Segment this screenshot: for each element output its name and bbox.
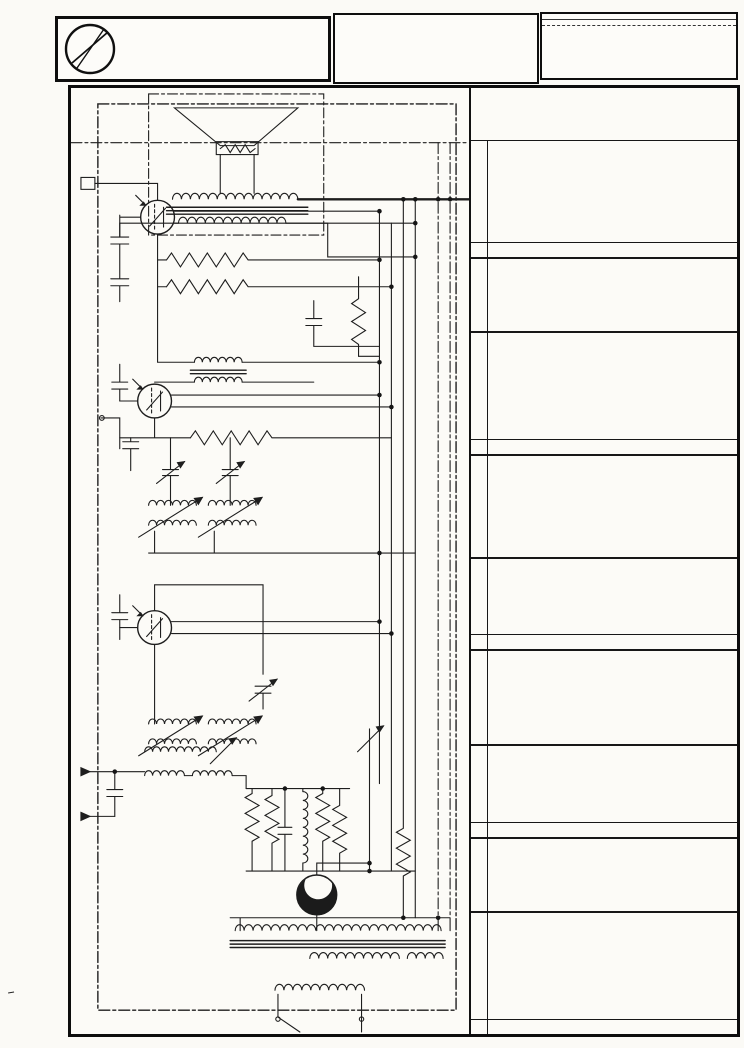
company-logo: [64, 23, 116, 75]
paraaf-signature: [7, 990, 15, 994]
junction-dots: [112, 197, 453, 921]
schema-box: [540, 12, 738, 80]
paraaf-block: [7, 980, 15, 998]
schema-title: [542, 14, 736, 20]
parts-tables-column: [469, 88, 737, 1034]
table-weerstanden: [471, 559, 737, 651]
table-condensatoren-codes: [471, 839, 737, 913]
gewijzigd-note: [12, 148, 30, 358]
table-spoelen: [471, 333, 737, 456]
circuit-schematic: [71, 88, 469, 1034]
company-header-box: [55, 16, 331, 82]
table-weerstanden-codes: [471, 651, 737, 746]
apparaat-box: [333, 13, 539, 84]
table-lampen: [471, 141, 737, 259]
table-lampen-codes: [471, 259, 737, 333]
table-condensatoren-18-23: [471, 746, 737, 839]
main-frame: [68, 85, 740, 1037]
table-spoelen-codes: [471, 456, 737, 559]
blank-strip: [471, 88, 737, 141]
table-condensatoren-1-17: [471, 913, 737, 1034]
schematic-drawing: [71, 93, 469, 1033]
